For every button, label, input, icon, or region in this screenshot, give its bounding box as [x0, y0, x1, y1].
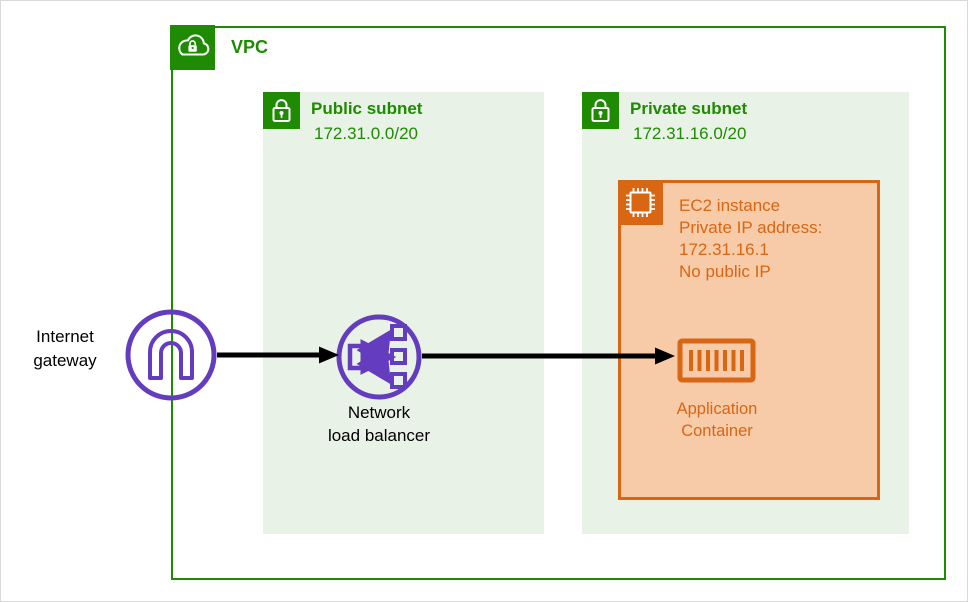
vpc-box — [171, 26, 946, 580]
lock-icon — [263, 92, 300, 129]
internet-gateway-label: Internet gateway — [33, 327, 97, 370]
ec2-info-line: No public IP — [679, 262, 771, 281]
public-subnet-cidr: 172.31.0.0/20 — [314, 124, 418, 143]
private-subnet: Private subnet 172.31.16.0/20 EC2 instan… — [582, 92, 909, 534]
load-balancer-icon — [336, 314, 422, 400]
public-subnet-title: Public subnet — [311, 99, 423, 118]
cpu-chip-icon — [618, 180, 663, 225]
ec2-info-line: Private IP address: — [679, 218, 823, 237]
ec2-instance-info: EC2 instance Private IP address: 172.31.… — [679, 195, 822, 283]
network-load-balancer-label: Network load balancer — [327, 403, 431, 445]
container-bars-icon — [677, 338, 756, 383]
private-subnet-title: Private subnet — [630, 99, 748, 118]
ec2-instance-box: EC2 instance Private IP address: 172.31.… — [618, 180, 880, 500]
vpc-cloud-lock-icon — [170, 25, 215, 70]
lock-icon — [582, 92, 619, 129]
private-subnet-cidr: 172.31.16.0/20 — [633, 124, 747, 143]
gateway-arch-icon — [125, 309, 217, 401]
application-container-label: Application Container — [676, 400, 758, 440]
ec2-info-line: EC2 instance — [679, 196, 781, 215]
vpc-label: VPC — [231, 37, 269, 57]
ec2-info-line: 172.31.16.1 — [679, 240, 769, 259]
public-subnet: Public subnet 172.31.0.0/20 — [263, 92, 544, 534]
